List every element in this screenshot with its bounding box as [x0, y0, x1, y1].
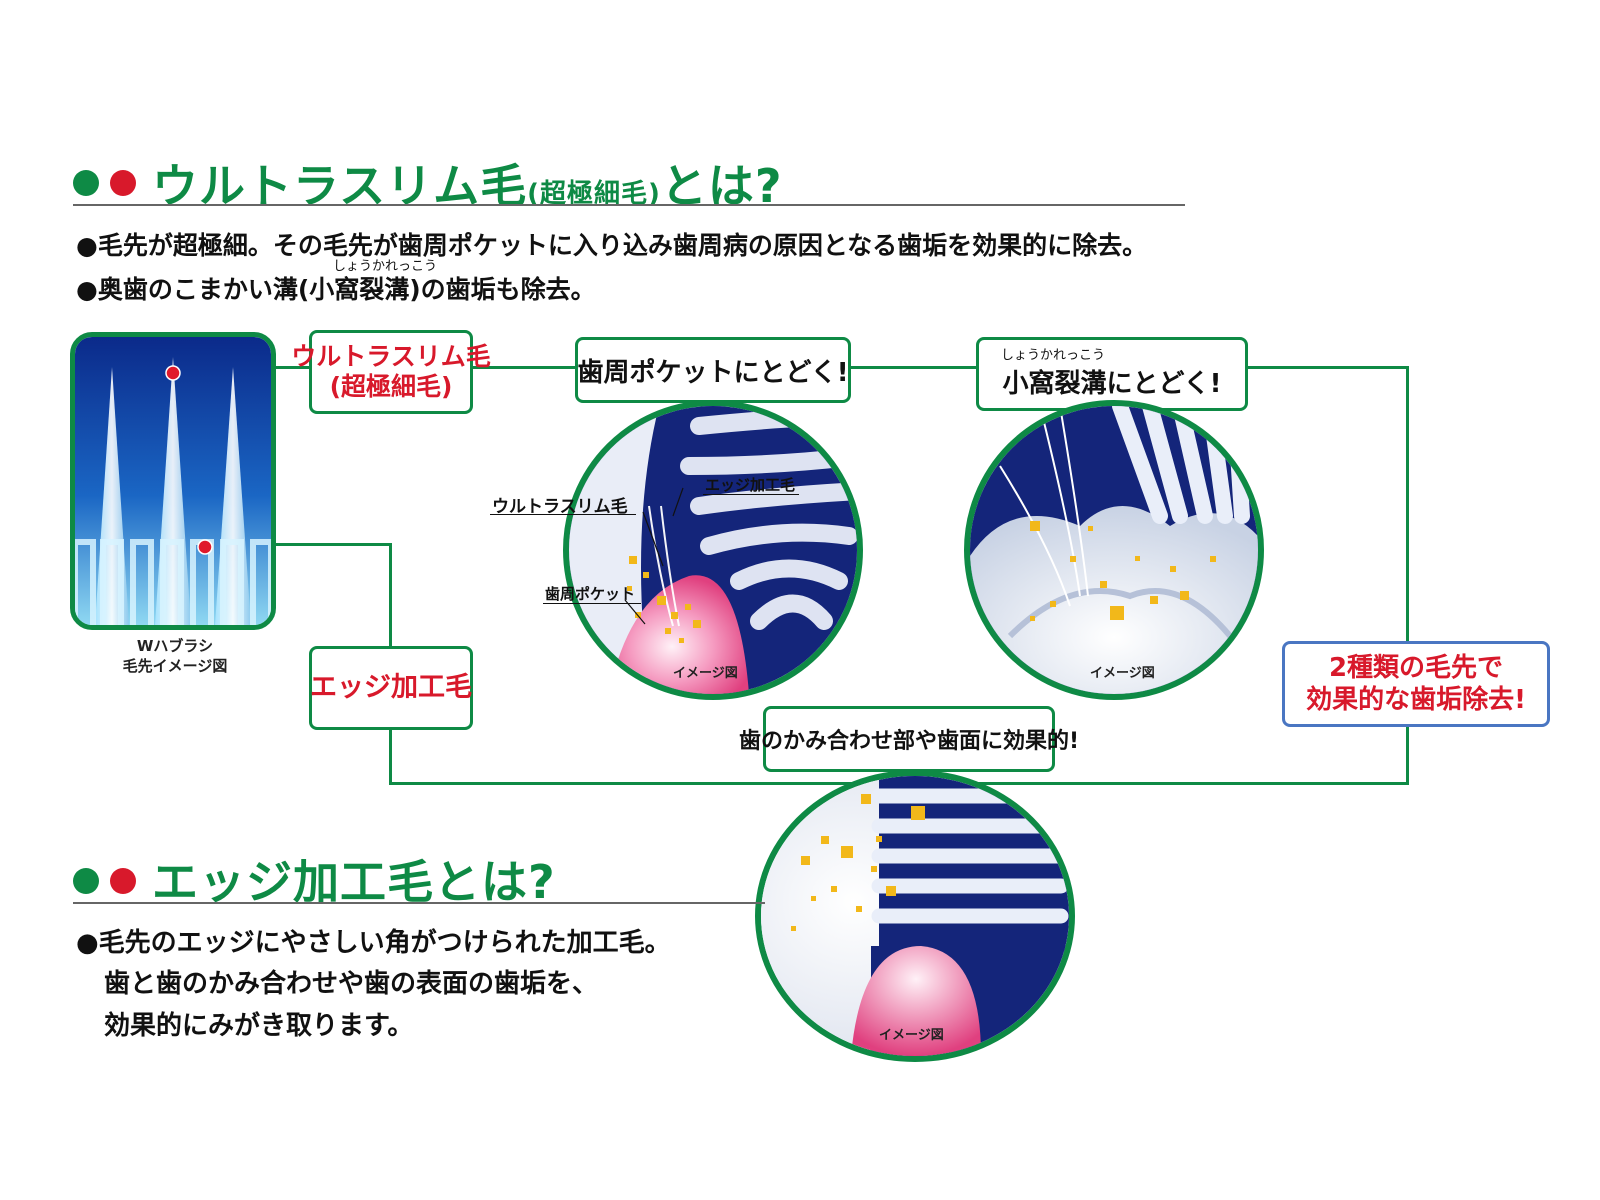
- pocket-callout-pocket: 歯周ポケット: [545, 585, 636, 603]
- connector-line: [468, 366, 578, 369]
- two-types-line2: 効果的な歯垢除去!: [1306, 685, 1526, 715]
- bite-illustration-circle: イメージ図: [755, 770, 1075, 1062]
- fissure-label-box: しょうかれっこう 小窩裂溝にとどく!: [976, 337, 1248, 411]
- pocket-callout-edge-underline: [703, 494, 799, 495]
- bristle-caption-line2: 毛先イメージ図: [122, 656, 228, 675]
- green-dot-icon: [73, 868, 99, 894]
- fissure-illustration-circle: イメージ図: [964, 400, 1264, 700]
- bristle-caption-line1: Wハブラシ: [136, 637, 214, 655]
- edge-label-box: エッジ加工毛: [309, 646, 473, 730]
- pocket-label-box: 歯周ポケットにとどく!: [575, 337, 851, 403]
- section1-bullet2: ●奥歯のこまかい溝(小窩裂溝)の歯垢も除去。: [76, 275, 596, 304]
- red-dot-icon: [110, 170, 136, 196]
- pocket-illustration-circle: イメージ図: [563, 400, 863, 700]
- ultraslim-label-line2: (超極細毛): [329, 372, 453, 401]
- fissure-illustration: [970, 406, 1258, 694]
- pocket-callout-ultraslim-underline: [490, 514, 636, 515]
- red-dot-icon: [110, 868, 136, 894]
- connector-line: [848, 366, 976, 369]
- bite-label-text: 歯のかみ合わせ部や歯面に効果的!: [738, 729, 1080, 754]
- connector-line: [205, 543, 391, 546]
- bristle-image-panel: [70, 332, 276, 630]
- ultraslim-label-box: ウルトラスリム毛 (超極細毛): [291, 330, 491, 414]
- pocket-callout-edge: エッジ加工毛: [705, 476, 796, 494]
- section2-line1: ●毛先のエッジにやさしい角がつけられた加工毛。: [76, 928, 671, 958]
- section2-line3: 効果的にみがき取ります。: [104, 1011, 414, 1041]
- bite-illustration: [761, 776, 1069, 1056]
- bite-image-note: イメージ図: [879, 1028, 944, 1043]
- pocket-callout-ultraslim: ウルトラスリム毛: [492, 497, 628, 517]
- fissure-label-text: 小窩裂溝にとどく!: [1002, 369, 1222, 399]
- bite-label-box: 歯のかみ合わせ部や歯面に効果的!: [739, 706, 1079, 772]
- two-types-label-box: 2種類の毛先で 効果的な歯垢除去!: [1282, 641, 1550, 727]
- section2-line2: 歯と歯のかみ合わせや歯の表面の歯垢を、: [104, 969, 599, 999]
- section1-title: ウルトラスリム毛(超極細毛)とは?: [152, 150, 783, 216]
- section1-bullet2-ruby: しょうかれっこう: [333, 259, 438, 274]
- section1-bullet1: ●毛先が超極細。その毛先が歯周ポケットに入り込み歯周病の原因となる歯垢を効果的に…: [76, 231, 1148, 260]
- section1-underline: [73, 204, 1185, 206]
- pocket-illustration: [569, 406, 857, 694]
- bristle-caption: Wハブラシ 毛先イメージ図: [100, 637, 250, 676]
- two-types-line1: 2種類の毛先で: [1328, 652, 1504, 683]
- fissure-image-note: イメージ図: [1090, 666, 1155, 681]
- section2-underline: [73, 902, 765, 904]
- ultraslim-label-line1: ウルトラスリム毛: [291, 342, 491, 371]
- pocket-callout-pocket-underline: [543, 603, 641, 604]
- pocket-image-note: イメージ図: [673, 666, 738, 681]
- section2-title: エッジ加工毛とは?: [152, 855, 556, 909]
- green-dot-icon: [73, 170, 99, 196]
- edge-label-text: エッジ加工毛: [310, 671, 472, 703]
- bristle-illustration: [75, 337, 271, 625]
- pocket-label-text: 歯周ポケットにとどく!: [577, 357, 849, 388]
- fissure-label-ruby: しょうかれっこう: [1001, 348, 1106, 363]
- connector-line: [1406, 366, 1409, 784]
- connector-line: [1246, 366, 1408, 369]
